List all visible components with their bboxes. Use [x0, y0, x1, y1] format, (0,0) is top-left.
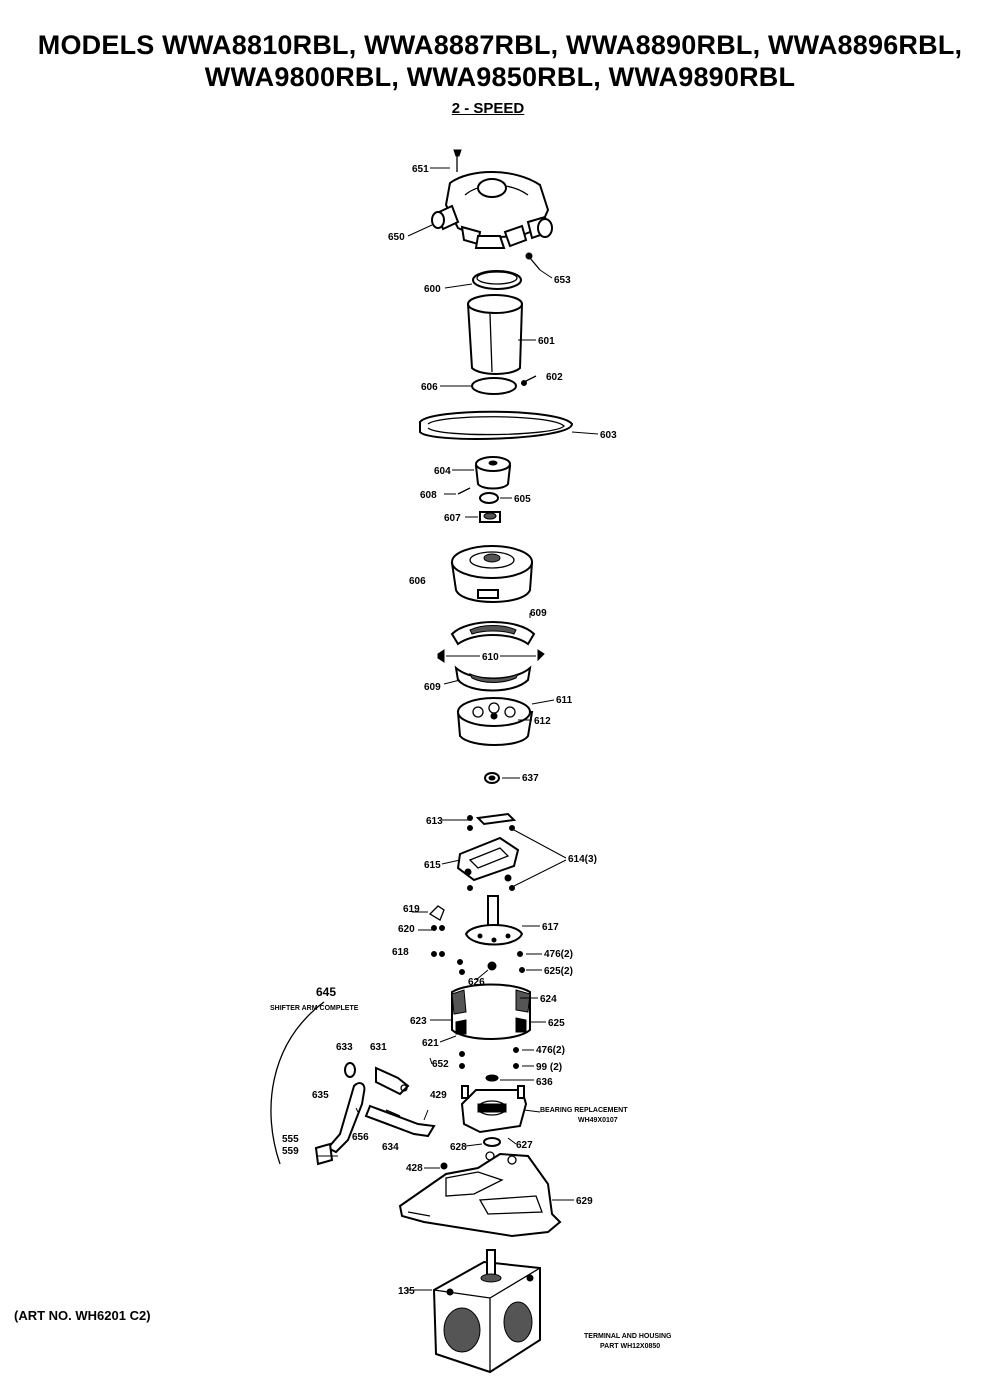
label-627: 627: [516, 1140, 533, 1151]
note-bearing-part: WH49X0107: [578, 1117, 618, 1124]
pump-screw: [453, 149, 462, 172]
label-603: 603: [600, 430, 617, 441]
label-559: 559: [282, 1146, 299, 1157]
label-611: 611: [556, 695, 573, 706]
label-635: 635: [312, 1090, 329, 1101]
pulley: [474, 456, 512, 490]
label-429: 429: [430, 1090, 447, 1101]
nut: [479, 511, 501, 523]
pump-housing: [431, 171, 553, 249]
shifter-pin: [344, 1062, 356, 1078]
shift-plate-upper: [467, 812, 517, 831]
label-608: 608: [420, 490, 437, 501]
shifter-arm: [364, 1104, 436, 1138]
transmission-gearcase: [432, 1249, 541, 1374]
note-shifter-arm-complete: SHIFTER ARM COMPLETE: [270, 1005, 359, 1012]
label-629: 629: [576, 1196, 593, 1207]
label-634: 634: [382, 1142, 399, 1153]
hose-clamp-lower: [471, 377, 517, 395]
label-645: 645: [316, 985, 336, 999]
label-637: 637: [522, 773, 539, 784]
label-612: 612: [534, 716, 551, 727]
label-652: 652: [432, 1059, 449, 1070]
label-653: 653: [554, 275, 571, 286]
label-623: 623: [410, 1016, 427, 1027]
shift-plate-lower: [456, 836, 520, 891]
label-620: 620: [398, 924, 415, 935]
clamp-screw: [521, 375, 537, 386]
washer: [484, 772, 500, 784]
retaining-ring: [479, 492, 499, 504]
label-631: 631: [370, 1042, 387, 1053]
brake-shoe-upper: [450, 621, 536, 646]
label-625a: 625(2): [544, 966, 573, 977]
label-476b: 476(2): [536, 1045, 565, 1056]
label-555: 555: [282, 1134, 299, 1145]
label-656: 656: [352, 1132, 369, 1143]
label-621: 621: [422, 1038, 439, 1049]
speed-subtitle: 2 - SPEED: [451, 100, 525, 117]
label-617: 617: [542, 922, 559, 933]
label-476a: 476(2): [544, 949, 573, 960]
label-618: 618: [392, 947, 409, 958]
small-fasteners-upper: [457, 951, 525, 975]
label-628: 628: [450, 1142, 467, 1153]
label-606: 606: [421, 382, 438, 393]
transmission-mounting-plate: [398, 1151, 562, 1238]
label-428: 428: [406, 1163, 423, 1174]
label-614: 614(3): [568, 854, 597, 865]
label-605: 605: [514, 494, 531, 505]
label-626: 626: [468, 977, 485, 988]
label-615: 615: [424, 860, 441, 871]
label-613: 613: [426, 816, 443, 827]
label-610: 610: [482, 652, 499, 663]
label-135: 135: [398, 1286, 415, 1297]
drive-belt: [419, 410, 574, 440]
plate-screw: [440, 1162, 448, 1170]
shifter-bracket-curve: [270, 1001, 325, 1165]
label-drum: 606: [409, 576, 426, 587]
part-labels: 651 650 653 600 601 606 602 603 604 608 …: [270, 164, 672, 1350]
label-99: 99 (2): [536, 1062, 562, 1073]
label-651: 651: [412, 164, 429, 175]
label-619: 619: [403, 904, 420, 915]
label-636: 636: [536, 1077, 553, 1088]
small-bolt: [525, 252, 541, 271]
art-number: (ART NO. WH6201 C2): [14, 1308, 151, 1323]
drive-shaft-gear: [464, 895, 524, 946]
label-624: 624: [540, 994, 557, 1005]
models-title-line-1: MODELS WWA8810RBL, WWA8887RBL, WWA8890RB…: [37, 30, 963, 60]
label-650: 650: [388, 232, 405, 243]
label-601: 601: [538, 336, 555, 347]
label-600: 600: [424, 284, 441, 295]
note-terminal-part: PART WH12X0850: [600, 1343, 660, 1350]
label-633: 633: [336, 1042, 353, 1053]
label-602: 602: [546, 372, 563, 383]
brake-spring: [437, 649, 545, 663]
drive-tube: [466, 294, 524, 375]
label-604: 604: [434, 466, 451, 477]
note-terminal-housing: TERMINAL AND HOUSING: [584, 1333, 672, 1340]
label-609: 609: [530, 608, 547, 619]
shifter-lever: [314, 1082, 366, 1166]
hose-clamp-upper: [472, 270, 522, 290]
shifter-cam: [375, 1066, 410, 1096]
label-607: 607: [444, 513, 461, 524]
clutch-hub: [456, 697, 534, 746]
brake-shoe-lower: [454, 665, 532, 692]
note-bearing-replacement: BEARING REPLACEMENT: [540, 1107, 628, 1114]
bearing-housing: [460, 1085, 528, 1147]
models-title-line-2: WWA9800RBL, WWA9850RBL, WWA9890RBL: [204, 62, 796, 92]
label-625b: 625: [548, 1018, 565, 1029]
spring-clip: [428, 905, 445, 957]
small-fasteners-lower: [459, 1047, 519, 1082]
clutch-drum: [450, 545, 534, 603]
bearing-sleeve: [451, 983, 531, 1040]
label-609b: 609: [424, 682, 441, 693]
